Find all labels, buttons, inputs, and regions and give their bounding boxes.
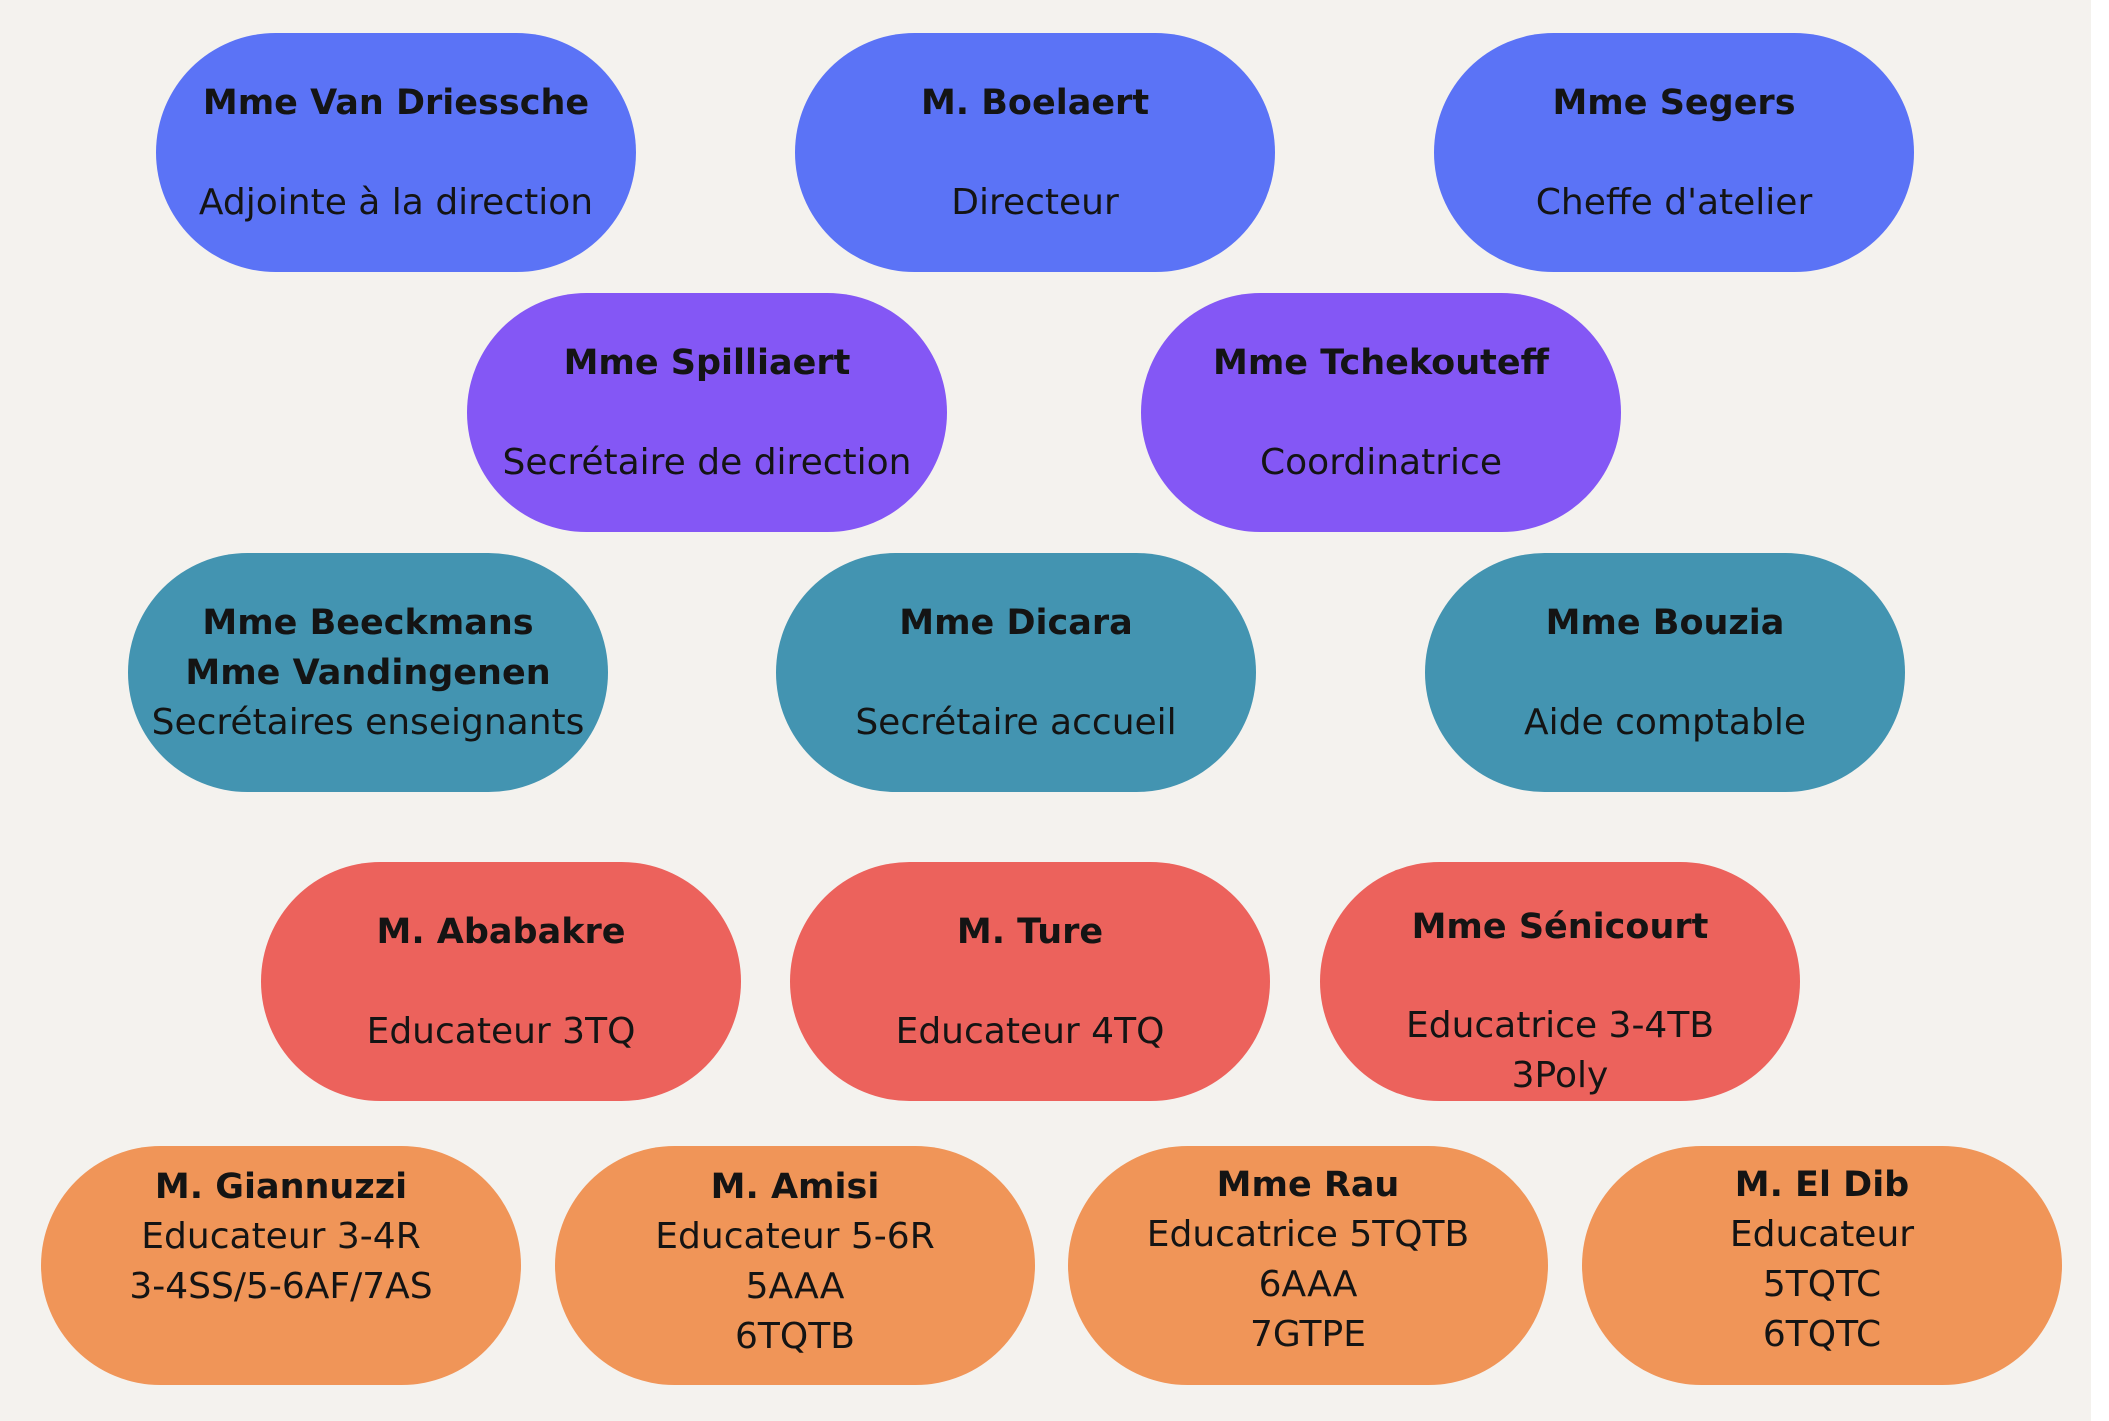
node-name: M. Ture — [956, 911, 1104, 952]
node-role: Educateur 3TQ — [366, 1010, 636, 1052]
node-name: M. Amisi — [710, 1167, 880, 1207]
node-role: Educatrice 5TQTB — [1146, 1214, 1470, 1255]
node-boelaert: M. Boelaert Directeur — [795, 33, 1275, 272]
node-role-second: 3-4SS/5-6AF/7AS — [129, 1266, 433, 1307]
node-role-second: 3Poly — [1511, 1055, 1609, 1096]
node-role: Secrétaires enseignants — [151, 701, 585, 743]
node-ture: M. Ture Educateur 4TQ — [790, 862, 1270, 1101]
node-beeckmans-vandingenen: Mme Beeckmans Mme Vandingenen Secrétaire… — [128, 553, 608, 792]
node-role-second: 6AAA — [1258, 1264, 1358, 1305]
node-spilliaert: Mme Spilliaert Secrétaire de direction — [467, 293, 947, 532]
node-name: Mme Beeckmans — [202, 602, 534, 643]
node-name: M. Giannuzzi — [154, 1167, 408, 1207]
node-senicourt: Mme Sénicourt Educatrice 3-4TB 3Poly — [1320, 862, 1800, 1101]
node-role: Educateur 4TQ — [895, 1010, 1165, 1052]
node-role: Educateur 3-4R — [141, 1216, 421, 1257]
node-role: Adjointe à la direction — [198, 181, 594, 223]
node-role: Aide comptable — [1524, 701, 1806, 743]
node-tchekouteff: Mme Tchekouteff Coordinatrice — [1141, 293, 1621, 532]
node-name: Mme Bouzia — [1545, 602, 1785, 643]
node-ababakre: M. Ababakre Educateur 3TQ — [261, 862, 741, 1101]
node-name: M. El Dib — [1734, 1165, 1910, 1205]
node-name-second: Mme Vandingenen — [185, 652, 551, 693]
node-role: Educatrice 3-4TB — [1405, 1005, 1715, 1046]
node-role: Educateur — [1729, 1214, 1915, 1255]
page-edge-strip — [2091, 0, 2109, 1421]
node-role-third: 6TQTC — [1762, 1314, 1882, 1355]
node-segers: Mme Segers Cheffe d'atelier — [1434, 33, 1914, 272]
node-van-driessche: Mme Van Driessche Adjointe à la directio… — [156, 33, 636, 272]
node-role: Coordinatrice — [1260, 441, 1502, 483]
node-role-second: 5AAA — [745, 1266, 845, 1307]
node-name: M. Ababakre — [376, 911, 626, 952]
node-bouzia: Mme Bouzia Aide comptable — [1425, 553, 1905, 792]
node-dicara: Mme Dicara Secrétaire accueil — [776, 553, 1256, 792]
node-rau: Mme Rau Educatrice 5TQTB 6AAA 7GTPE — [1068, 1146, 1548, 1385]
node-role-second: 5TQTC — [1762, 1264, 1882, 1305]
node-name: Mme Spilliaert — [563, 342, 851, 383]
node-role: Secrétaire accueil — [855, 701, 1177, 743]
node-role: Educateur 5-6R — [655, 1216, 935, 1257]
node-el-dib: M. El Dib Educateur 5TQTC 6TQTC — [1582, 1146, 2062, 1385]
node-name: Mme Sénicourt — [1411, 907, 1709, 947]
node-giannuzzi: M. Giannuzzi Educateur 3-4R 3-4SS/5-6AF/… — [41, 1146, 521, 1385]
node-name: Mme Tchekouteff — [1213, 342, 1549, 383]
node-name: Mme Segers — [1552, 82, 1796, 123]
node-name: Mme Dicara — [899, 602, 1133, 643]
node-role-third: 7GTPE — [1250, 1314, 1366, 1355]
node-role: Directeur — [951, 181, 1119, 223]
node-name: Mme Van Driessche — [202, 82, 590, 123]
node-role: Secrétaire de direction — [502, 441, 912, 483]
node-name: Mme Rau — [1216, 1165, 1400, 1205]
node-role: Cheffe d'atelier — [1535, 181, 1813, 223]
node-amisi: M. Amisi Educateur 5-6R 5AAA 6TQTB — [555, 1146, 1035, 1385]
node-role-third: 6TQTB — [735, 1316, 855, 1357]
node-name: M. Boelaert — [920, 82, 1150, 123]
